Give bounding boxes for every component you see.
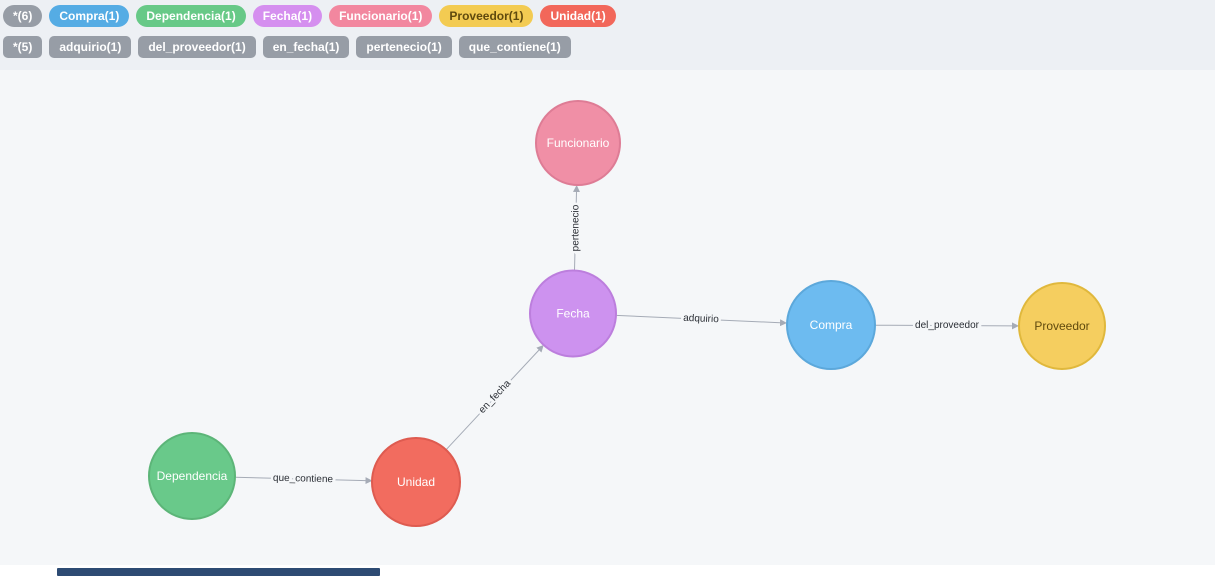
node-label-chip-proveedor[interactable]: Proveedor(1) — [439, 5, 534, 27]
node-circle-funcionario[interactable] — [535, 100, 621, 186]
edge-en-fecha[interactable]: en_fecha — [445, 344, 544, 451]
graph-node-compra[interactable]: Compra — [786, 280, 876, 370]
rel-chip-adquirio[interactable]: adquirio(1) — [49, 36, 132, 58]
edge-label-en-fecha: en_fecha — [477, 378, 513, 416]
graph-node-unidad[interactable]: Unidad — [371, 437, 461, 527]
horizontal-scrollbar-track[interactable] — [0, 565, 1215, 577]
graph-svg[interactable]: pertenecio adquirio del_proveedor que_co… — [0, 70, 1215, 565]
graph-node-proveedor[interactable]: Proveedor — [1018, 282, 1106, 370]
node-circle-proveedor[interactable] — [1018, 282, 1106, 370]
rel-chip-que-contiene[interactable]: que_contiene(1) — [458, 36, 571, 58]
node-circle-fecha[interactable] — [529, 269, 617, 358]
horizontal-scrollbar-thumb[interactable] — [57, 568, 380, 576]
edge-pertenecio[interactable]: pertenecio — [568, 185, 584, 271]
edge-label-del-proveedor: del_proveedor — [915, 320, 980, 331]
edge-label-pertenecio: pertenecio — [571, 204, 582, 251]
node-label-chip-all[interactable]: *(6) — [3, 5, 43, 27]
node-label-chip-dependencia[interactable]: Dependencia(1) — [136, 5, 246, 27]
edge-line-pertenecio[interactable] — [573, 185, 580, 271]
edge-line-en-fecha[interactable] — [445, 344, 544, 451]
edge-label-adquirio: adquirio — [683, 313, 719, 326]
node-label-chip-unidad[interactable]: Unidad(1) — [540, 5, 616, 27]
edge-del-proveedor[interactable]: del_proveedor — [874, 318, 1019, 334]
edge-line-del-proveedor[interactable] — [874, 322, 1019, 330]
relationship-types-row: *(5) adquirio(1) del_proveedor(1) en_fec… — [3, 36, 1215, 58]
node-label-chip-funcionario[interactable]: Funcionario(1) — [329, 5, 433, 27]
edge-adquirio[interactable]: adquirio — [615, 310, 787, 328]
node-circle-compra[interactable] — [786, 280, 876, 370]
graph-node-funcionario[interactable]: Funcionario — [535, 100, 621, 186]
node-label-chip-compra[interactable]: Compra(1) — [49, 5, 130, 27]
node-label-chip-fecha[interactable]: Fecha(1) — [252, 5, 323, 27]
rel-chip-del-proveedor[interactable]: del_proveedor(1) — [138, 36, 256, 58]
edge-label-que-contiene: que_contiene — [273, 473, 334, 486]
node-circle-unidad[interactable] — [371, 437, 461, 527]
edge-que-contiene[interactable]: que_contiene — [234, 470, 373, 488]
rel-chip-pertenecio[interactable]: pertenecio(1) — [356, 36, 452, 58]
edge-line-adquirio[interactable] — [615, 314, 787, 327]
node-circle-dependencia[interactable] — [148, 432, 236, 520]
graph-node-dependencia[interactable]: Dependencia — [148, 432, 236, 520]
graph-canvas[interactable]: pertenecio adquirio del_proveedor que_co… — [0, 70, 1215, 565]
node-labels-row: *(6) Compra(1) Dependencia(1) Fecha(1) F… — [3, 5, 1215, 27]
rel-chip-en-fecha[interactable]: en_fecha(1) — [262, 36, 350, 58]
edge-line-que-contiene[interactable] — [234, 476, 373, 485]
legend-panel: *(6) Compra(1) Dependencia(1) Fecha(1) F… — [0, 0, 1215, 70]
rel-chip-all[interactable]: *(5) — [3, 36, 43, 58]
graph-node-fecha[interactable]: Fecha — [529, 269, 617, 358]
